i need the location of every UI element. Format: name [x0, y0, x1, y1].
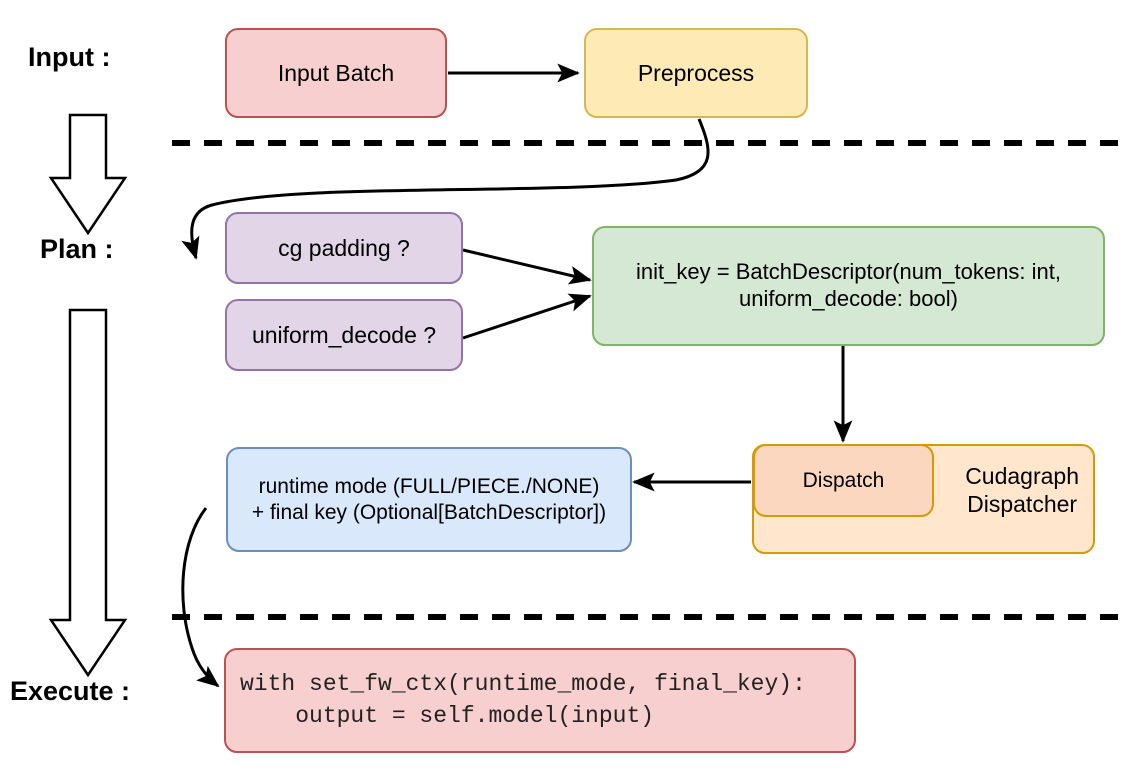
- node-execute-code-label: with set_fw_ctx(runtime_mode, final_key)…: [240, 671, 806, 729]
- node-runtime-mode-label: runtime mode (FULL/PIECE./NONE) + final …: [251, 474, 607, 524]
- node-dispatch[interactable]: Dispatch: [753, 444, 934, 517]
- node-preprocess[interactable]: Preprocess: [584, 28, 808, 118]
- plan-to-execute-block-arrow: [48, 308, 128, 678]
- node-preprocess-label: Preprocess: [637, 59, 755, 86]
- node-cg-padding-label: cg padding ?: [278, 234, 410, 261]
- uniform-decode-to-init-key: [462, 293, 592, 340]
- node-init-key[interactable]: init_key = BatchDescriptor(num_tokens: i…: [592, 226, 1105, 346]
- stage-label-execute: Execute :: [10, 676, 131, 706]
- node-input-batch[interactable]: Input Batch: [225, 28, 447, 118]
- node-init-key-label: init_key = BatchDescriptor(num_tokens: i…: [636, 259, 1061, 311]
- stage-label-input: Input :: [28, 42, 111, 72]
- node-dispatch-label: Dispatch: [802, 468, 885, 492]
- stage-label-plan: Plan :: [40, 234, 114, 264]
- node-uniform-decode-label: uniform_decode ?: [251, 321, 437, 348]
- node-input-batch-label: Input Batch: [277, 59, 395, 86]
- node-cg-padding[interactable]: cg padding ?: [225, 212, 463, 284]
- node-uniform-decode[interactable]: uniform_decode ?: [225, 299, 463, 371]
- node-runtime-mode[interactable]: runtime mode (FULL/PIECE./NONE) + final …: [226, 447, 632, 552]
- input-to-plan-block-arrow: [48, 113, 128, 236]
- node-execute-code[interactable]: with set_fw_ctx(runtime_mode, final_key)…: [224, 648, 856, 753]
- cg-padding-to-init-key: [462, 248, 592, 285]
- runtime-mode-to-execute-code: [181, 507, 220, 688]
- node-cudagraph-dispatcher-label: Cudagraph Dispatcher: [965, 463, 1079, 518]
